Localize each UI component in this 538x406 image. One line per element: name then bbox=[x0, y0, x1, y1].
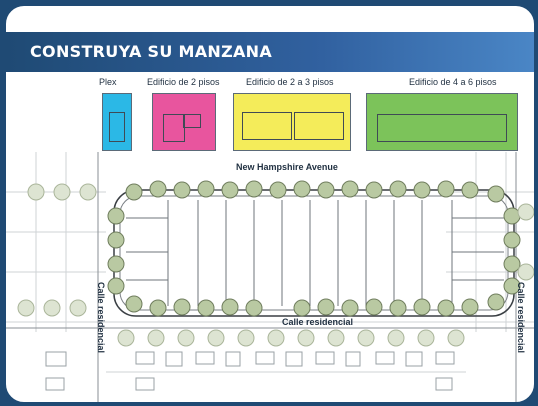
street-label-top: New Hampshire Avenue bbox=[236, 162, 338, 172]
legend-label-4-6-pisos: Edificio de 4 a 6 pisos bbox=[409, 77, 497, 87]
site-plan-drawing bbox=[6, 152, 534, 402]
street-label-left: Calle residencial bbox=[96, 282, 106, 354]
lot-lines bbox=[126, 200, 504, 306]
legend-label-2-3-pisos: Edificio de 2 a 3 pisos bbox=[246, 77, 334, 87]
neighbor-houses bbox=[45, 351, 455, 391]
street-label-right: Calle residencial bbox=[516, 282, 526, 354]
legend-swatch-plex[interactable] bbox=[102, 93, 132, 151]
page-title: CONSTRUYA SU MANZANA bbox=[30, 42, 273, 61]
block-site-plan: New Hampshire Avenue Calle residencial C… bbox=[6, 152, 534, 402]
legend-label-plex: Plex bbox=[99, 77, 117, 87]
street-trees bbox=[107, 180, 521, 317]
street-label-bottom: Calle residencial bbox=[282, 317, 354, 327]
legend-swatch-2-pisos[interactable] bbox=[152, 93, 216, 151]
legend-label-2-pisos: Edificio de 2 pisos bbox=[147, 77, 220, 87]
header-bar: CONSTRUYA SU MANZANA bbox=[6, 32, 534, 72]
block-inner-outline bbox=[119, 195, 509, 311]
surrounding-lots bbox=[6, 152, 534, 373]
block-outline bbox=[113, 189, 515, 317]
legend-swatch-2-3-pisos[interactable] bbox=[233, 93, 351, 151]
surrounding-trees bbox=[17, 183, 534, 347]
legend-swatch-4-6-pisos[interactable] bbox=[366, 93, 518, 151]
